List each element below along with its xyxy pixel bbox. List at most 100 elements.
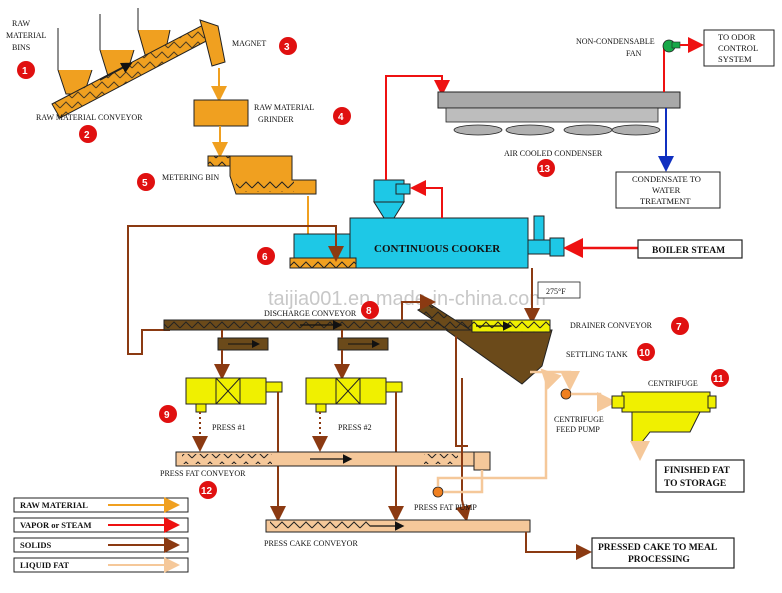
badge-3: [279, 37, 297, 55]
fat-flow-settling-pump: [530, 370, 580, 391]
legend-vapor-box: [13, 517, 189, 533]
pressed-cake-box: [591, 537, 735, 569]
raw-material-conveyor-label: RAW MATERIAL CONVEYOR: [36, 113, 143, 122]
svg-text:13: 13: [539, 164, 551, 175]
legend: RAW MATERIAL VAPOR or STEAM SOLIDS LIQUI…: [13, 497, 189, 573]
continuous-cooker-label: CONTINUOUS COOKER: [374, 243, 501, 255]
badge-13: [537, 159, 555, 177]
finished-fat-label-1: FINISHED FAT: [664, 466, 731, 476]
legend-solids-label: SOLIDS: [20, 540, 51, 550]
pressed-cake-label-1: PRESSED CAKE TO MEAL: [598, 543, 717, 553]
svg-text:6: 6: [262, 252, 268, 263]
number-badges: 1 2 3 4 5 6 7 8 9 10 11 12 13: [17, 37, 729, 499]
svg-text:12: 12: [201, 486, 213, 497]
settling-tank: [444, 329, 553, 385]
odor-label-1: TO ODOR: [718, 32, 756, 42]
metering-bin-label: METERING BIN: [162, 173, 219, 182]
press-fat-pump-icon: [432, 486, 444, 498]
vapor-flow-cooker-dome: [410, 180, 443, 218]
svg-text:2: 2: [84, 130, 90, 141]
badge-10: [637, 343, 655, 361]
raw-material-bins-label-2: MATERIAL: [6, 31, 47, 40]
centrifuge-label: CENTRIFUGE: [648, 379, 698, 388]
condensate-label-2: WATER: [652, 185, 681, 195]
press-fat-pump-label: PRESS FAT PUMP: [414, 503, 477, 512]
press-fat-conveyor-label: PRESS FAT CONVEYOR: [160, 469, 246, 478]
legend-liquid-fat-label: LIQUID FAT: [20, 560, 69, 570]
legend-raw-material-label: RAW MATERIAL: [20, 500, 88, 510]
badge-6: [257, 247, 275, 265]
discharge-conveyor-label: DISCHARGE CONVEYOR: [264, 309, 357, 318]
centrifuge-feed-pump-label-2: FEED PUMP: [556, 425, 600, 434]
boiler-steam-box: [637, 239, 743, 259]
fan-label-1: NON-CONDENSABLE: [576, 37, 655, 46]
grinder-label-2: GRINDER: [258, 115, 294, 124]
svg-text:9: 9: [164, 410, 170, 421]
svg-text:11: 11: [713, 374, 724, 385]
legend-liquid-fat-box: [13, 557, 189, 573]
raw-material-bins-label-1: RAW: [12, 19, 30, 28]
condensate-label-3: TREATMENT: [640, 196, 691, 206]
odor-label-2: CONTROL: [718, 43, 758, 53]
press-2: [305, 377, 403, 413]
press-2-label: PRESS #2: [338, 423, 372, 432]
press-cake-conveyor: [265, 519, 531, 533]
solids-flow-settling-cake: [455, 378, 472, 522]
svg-text:10: 10: [639, 348, 651, 359]
odor-control-box: [703, 29, 775, 67]
temperature-box: [537, 281, 581, 299]
air-cooled-condenser: [437, 91, 681, 136]
svg-text:4: 4: [338, 112, 344, 123]
raw-material-grinder: [193, 99, 249, 127]
svg-text:1: 1: [22, 66, 28, 77]
svg-text:8: 8: [366, 306, 372, 317]
temperature-label: 275°F: [546, 287, 566, 296]
badge-1: [17, 61, 35, 79]
centrifuge-feed-pump-label-1: CENTRIFUGE: [554, 415, 604, 424]
svg-text:5: 5: [142, 178, 148, 189]
press-feeders: [214, 330, 389, 380]
air-cooled-condenser-label: AIR COOLED CONDENSER: [504, 149, 603, 158]
press-1: [185, 377, 283, 413]
centrifuge: [611, 391, 717, 443]
finished-fat-box: [655, 459, 745, 493]
press-cake-conveyor-label: PRESS CAKE CONVEYOR: [264, 539, 358, 548]
legend-raw-material-box: [13, 497, 189, 513]
boiler-steam-label: BOILER STEAM: [652, 246, 725, 256]
badge-11: [711, 369, 729, 387]
badge-5: [137, 173, 155, 191]
badge-4: [333, 107, 351, 125]
legend-vapor-label: VAPOR or STEAM: [20, 520, 91, 530]
vapor-flow-to-condenser: [385, 75, 450, 180]
fan-label-2: FAN: [626, 49, 642, 58]
badge-7: [671, 317, 689, 335]
legend-solids-box: [13, 537, 189, 553]
solids-recycle-loop: [127, 225, 344, 355]
watermark: taijia001.en.made-in-china.com: [268, 288, 546, 310]
fat-flow-pump-settling: [436, 368, 562, 486]
solids-flow-to-meal: [525, 532, 592, 560]
metering-bin: [207, 155, 317, 195]
centrifuge-feed-pump-icon: [560, 388, 572, 400]
raw-material-bins-label-3: BINS: [12, 43, 30, 52]
fat-flow-pump-centrifuge: [571, 392, 617, 412]
press-fat-conveyor: [175, 451, 491, 471]
finished-fat-label-2: TO STORAGE: [664, 479, 726, 489]
odor-label-3: SYSTEM: [718, 54, 752, 64]
svg-text:7: 7: [676, 322, 682, 333]
raw-material-conveyor: [51, 19, 226, 119]
drainer-conveyor-label: DRAINER CONVEYOR: [570, 321, 653, 330]
press-1-label: PRESS #1: [212, 423, 246, 432]
continuous-cooker: [289, 179, 565, 269]
badge-9: [159, 405, 177, 423]
settling-tank-label: SETTLING TANK: [566, 350, 628, 359]
badge-12: [199, 481, 217, 499]
badge-8: [361, 301, 379, 319]
magnet-label: MAGNET: [232, 39, 266, 48]
condensate-box: [615, 171, 721, 209]
condensate-label-1: CONDENSATE TO: [632, 174, 701, 184]
svg-text:3: 3: [284, 42, 290, 53]
grinder-label-1: RAW MATERIAL: [254, 103, 314, 112]
